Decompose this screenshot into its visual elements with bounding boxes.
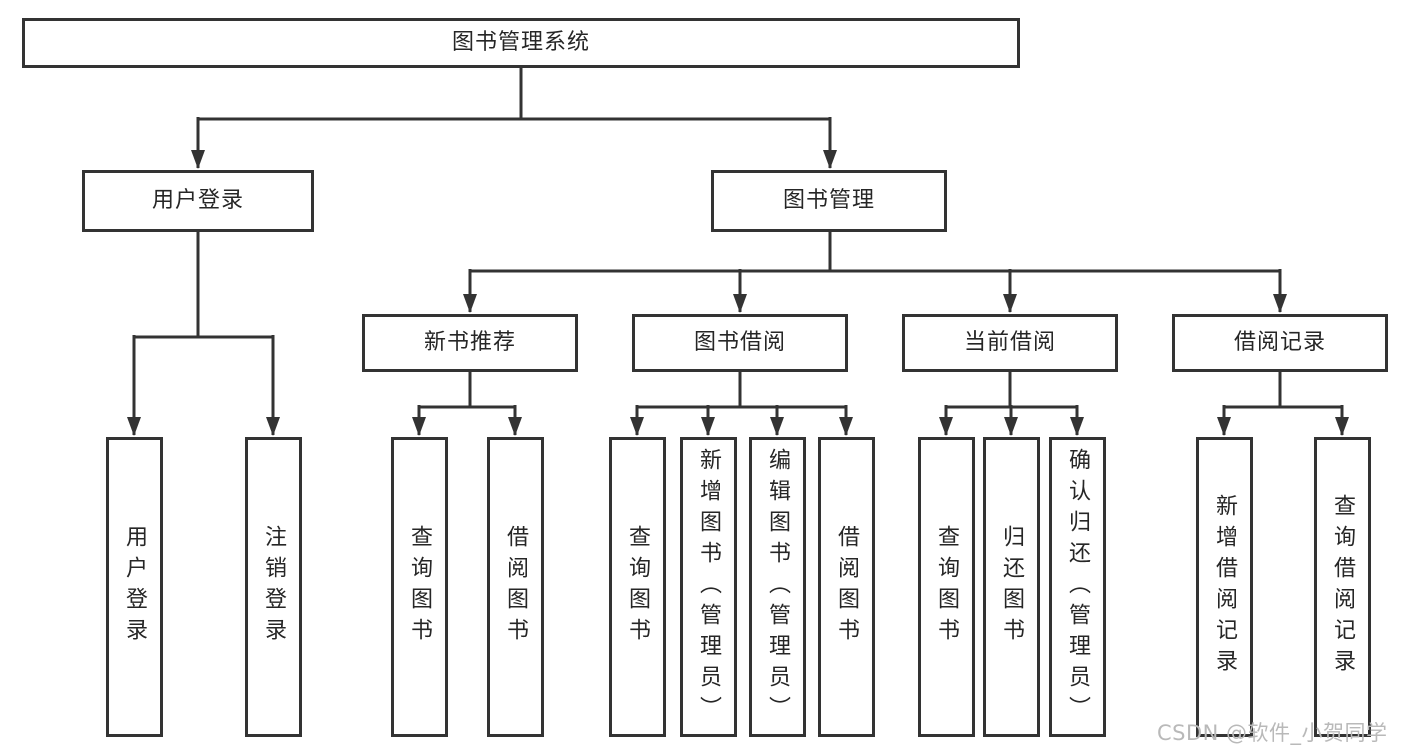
leaf-query-books-current: 查询图书 xyxy=(917,437,975,737)
node-label: 用户登录 xyxy=(151,188,244,213)
node-book-management: 图书管理 xyxy=(711,170,947,232)
leaf-label: 新增借阅记录 xyxy=(1212,494,1237,680)
node-new-book-recommend: 新书推荐 xyxy=(362,314,578,372)
leaf-label: 确认归还（管理员） xyxy=(1065,447,1090,727)
leaf-borrow-books-recommend: 借阅图书 xyxy=(486,437,544,737)
leaf-return-books: 归还图书 xyxy=(982,437,1040,737)
node-label: 图书管理 xyxy=(782,188,875,213)
leaf-label: 查询借阅记录 xyxy=(1330,494,1355,680)
leaf-label: 注销登录 xyxy=(261,525,286,649)
node-label: 图书管理系统 xyxy=(451,30,590,55)
node-label: 图书借阅 xyxy=(693,330,786,355)
records-connector xyxy=(1217,372,1349,436)
node-user-login: 用户登录 xyxy=(82,170,314,232)
borrowing-connector xyxy=(630,372,853,436)
book-mgmt-connector xyxy=(463,232,1287,313)
leaf-confirm-return-admin: 确认归还（管理员） xyxy=(1048,437,1106,737)
leaf-add-book-admin: 新增图书（管理员） xyxy=(679,437,737,737)
leaf-label: 新增图书（管理员） xyxy=(696,447,721,727)
node-borrowing-records: 借阅记录 xyxy=(1172,314,1388,372)
leaf-label: 编辑图书（管理员） xyxy=(765,447,790,727)
leaf-query-borrow-record: 查询借阅记录 xyxy=(1313,437,1371,737)
node-label: 新书推荐 xyxy=(423,330,516,355)
node-label: 当前借阅 xyxy=(963,330,1056,355)
csdn-watermark: CSDN @软件_小贺同学 xyxy=(1157,721,1388,745)
node-label: 借阅记录 xyxy=(1233,330,1326,355)
leaf-label: 查询图书 xyxy=(625,525,650,649)
leaf-query-books-recommend: 查询图书 xyxy=(390,437,448,737)
root-to-level2-connector xyxy=(191,68,837,169)
leaf-edit-book-admin: 编辑图书（管理员） xyxy=(748,437,806,737)
node-book-borrowing: 图书借阅 xyxy=(632,314,848,372)
leaf-label: 借阅图书 xyxy=(503,525,528,649)
leaf-user-login: 用户登录 xyxy=(105,437,163,737)
leaf-add-borrow-record: 新增借阅记录 xyxy=(1195,437,1253,737)
leaf-borrow-books: 借阅图书 xyxy=(817,437,875,737)
leaf-label: 借阅图书 xyxy=(834,525,859,649)
node-current-borrowing: 当前借阅 xyxy=(902,314,1118,372)
node-book-management-system: 图书管理系统 xyxy=(22,18,1020,68)
current-borrow-connector xyxy=(939,372,1084,436)
leaf-logout: 注销登录 xyxy=(244,437,302,737)
leaf-query-books-borrowing: 查询图书 xyxy=(608,437,666,737)
new-books-connector xyxy=(412,372,522,436)
leaf-label: 归还图书 xyxy=(999,525,1024,649)
leaf-label: 用户登录 xyxy=(122,525,147,649)
leaf-label: 查询图书 xyxy=(934,525,959,649)
user-login-connector xyxy=(127,232,280,436)
leaf-label: 查询图书 xyxy=(407,525,432,649)
